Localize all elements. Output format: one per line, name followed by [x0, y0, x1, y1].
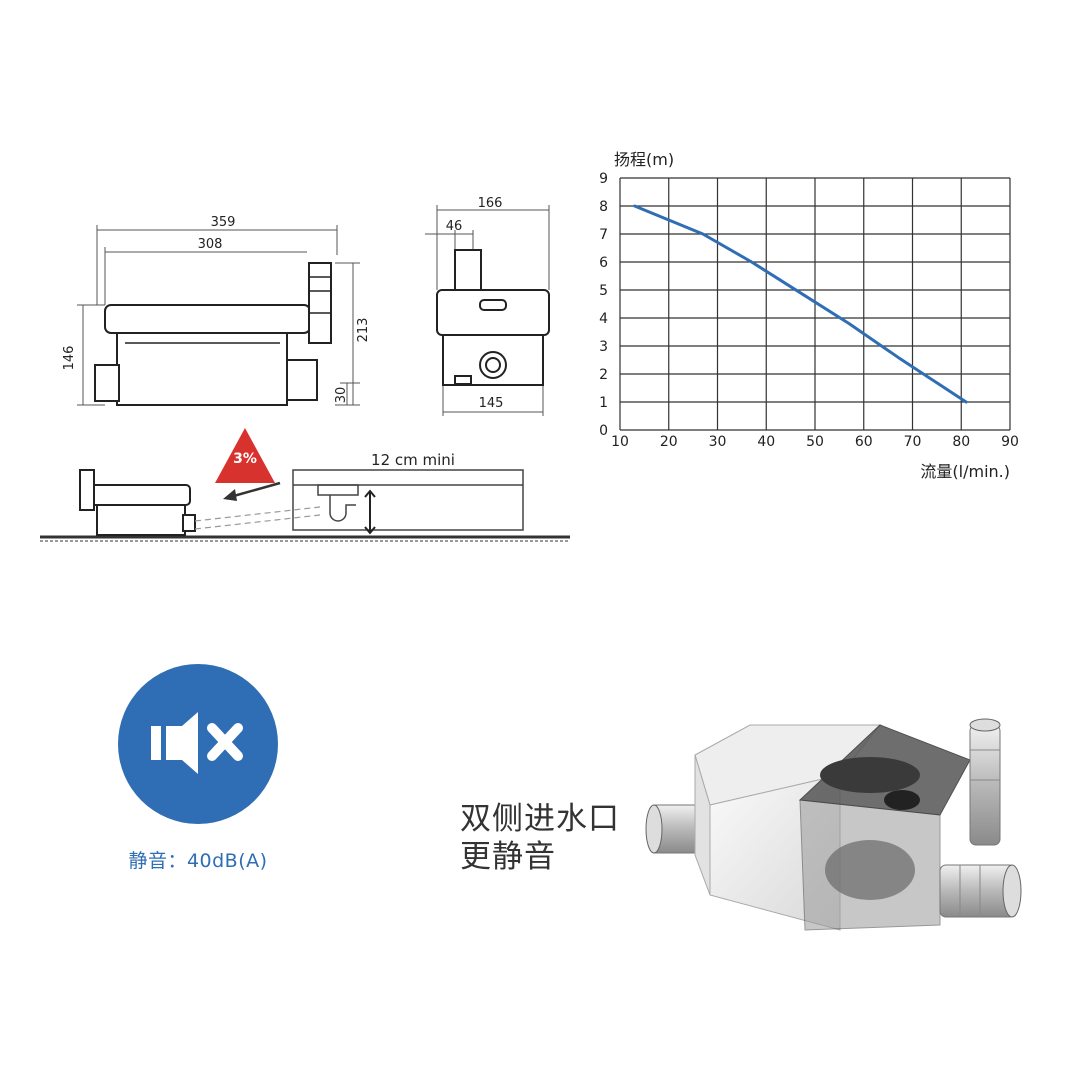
dim-width-bottom: 145 — [479, 396, 504, 411]
chart-grid — [619, 177, 1011, 431]
x-tick-label: 50 — [806, 434, 824, 450]
outlet-pipe — [969, 718, 1001, 846]
x-tick-label: 70 — [904, 434, 922, 450]
dim-total-height: 213 — [356, 318, 371, 343]
chart-series — [633, 204, 968, 404]
chart-x-axis-label: 流量(l/min.) — [920, 462, 1010, 481]
mute-badge — [118, 664, 278, 824]
x-tick-label: 30 — [709, 434, 727, 450]
y-tick-label: 9 — [599, 171, 608, 187]
y-tick-label: 0 — [599, 423, 608, 439]
front-view-drawing: 166 46 145 — [425, 196, 550, 416]
y-tick-label: 1 — [599, 395, 608, 411]
x-tick-label: 10 — [611, 434, 629, 450]
dim-inlet-height: 30 — [334, 387, 349, 404]
x-tick-label: 80 — [952, 434, 970, 450]
x-tick-label: 20 — [660, 434, 678, 450]
slope-warning-triangle — [215, 428, 275, 483]
x-tick-label: 90 — [1001, 434, 1019, 450]
mute-caption: 静音：40dB(A) — [128, 850, 268, 872]
y-tick-label: 5 — [599, 283, 608, 299]
y-tick-label: 7 — [599, 227, 608, 243]
right-inlet-pipe — [939, 864, 1022, 918]
chart-y-axis-label: 扬程(m) — [614, 150, 674, 169]
chart-ticks: 10 20 30 40 50 60 70 80 90 0 1 2 3 4 5 6 7 8 9 — [599, 171, 1019, 450]
y-tick-label: 8 — [599, 199, 608, 215]
x-tick-label: 60 — [855, 434, 873, 450]
side-view-drawing: 359 308 146 213 30 — [62, 215, 371, 406]
slogan-line-1: 双侧进水口 — [460, 801, 620, 837]
dim-outlet-width: 46 — [446, 219, 463, 234]
x-tick-label: 40 — [757, 434, 775, 450]
y-tick-label: 2 — [599, 367, 608, 383]
y-tick-label: 6 — [599, 255, 608, 271]
y-tick-label: 4 — [599, 311, 608, 327]
slogan-line-2: 更静音 — [460, 839, 556, 875]
clearance-label: 12 cm mini — [371, 451, 455, 469]
product-render — [645, 718, 1022, 931]
head-flow-curve — [633, 204, 968, 404]
dim-overall-width: 359 — [211, 215, 236, 230]
installation-diagram: 3% 12 cm mini — [40, 428, 570, 542]
y-tick-label: 3 — [599, 339, 608, 355]
dim-height: 146 — [62, 346, 77, 371]
feature-slogan: 双侧进水口 更静音 — [460, 800, 620, 876]
dim-body-width: 308 — [198, 237, 223, 252]
performance-chart: 10 20 30 40 50 60 70 80 90 0 1 2 3 4 5 6 7 8 9 扬程(m) 流量(l/… — [599, 150, 1019, 481]
speaker-mute-icon — [151, 712, 243, 774]
dim-width-top: 166 — [478, 196, 503, 211]
slope-label: 3% — [233, 451, 257, 467]
